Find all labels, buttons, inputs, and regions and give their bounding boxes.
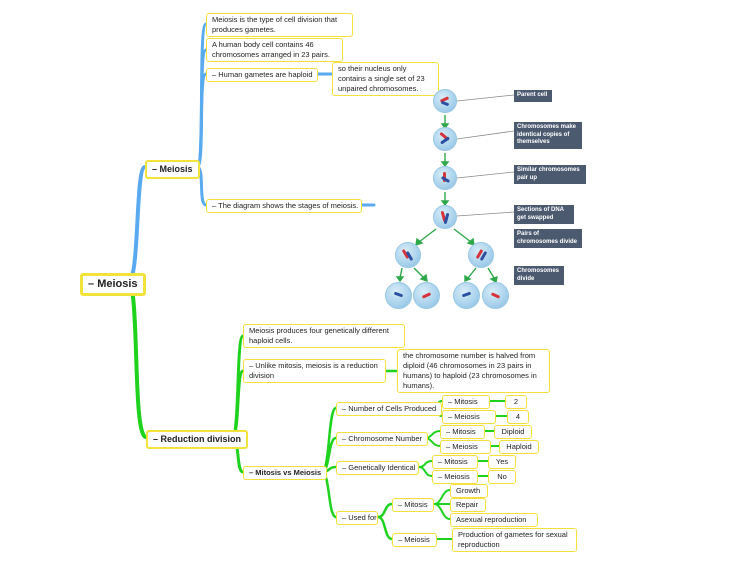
chromosome-number-meiosis[interactable]: – Meiosis (440, 440, 491, 454)
unlike-mitosis-detail[interactable]: the chromosome number is halved from dip… (397, 349, 550, 393)
duplicated-cell (433, 127, 457, 151)
haploid-label: Human gametes are haploid (218, 70, 313, 79)
genetically-identical-label: Genetically Identical (348, 463, 416, 472)
cells-produced-label: Number of Cells Produced (348, 404, 437, 413)
diagram-label-swapped: Sections of DNA get swapped (514, 205, 574, 224)
used-for-meiosis[interactable]: – Meiosis (392, 533, 437, 547)
use-sexual-reproduction[interactable]: Production of gametes for sexual reprodu… (452, 528, 577, 552)
value-text: No (497, 472, 507, 481)
diagram-arrows (395, 115, 498, 284)
cells-produced-meiosis-value[interactable]: 4 (507, 410, 529, 424)
gamete-cell-1 (385, 282, 412, 309)
root-label: Meiosis (97, 278, 138, 290)
unlike-mitosis-label: Unlike mitosis, meiosis is a reduction d… (249, 361, 378, 380)
chromosome-number-label: Chromosome Number (348, 434, 423, 443)
paired-cell (433, 166, 457, 190)
mitosis-label: Mitosis (404, 500, 428, 509)
identical-meiosis[interactable]: – Meiosis (432, 470, 478, 484)
value-text: Diploid (501, 427, 525, 436)
diagram-label-pairs-divide: Pairs of chromosomes divide (514, 229, 582, 248)
diagram-label-leaders (456, 94, 515, 217)
daughter-cell-right (468, 242, 494, 268)
diagram-label-parent: Parent cell (514, 90, 552, 102)
root-node[interactable]: – Meiosis (80, 273, 146, 296)
gamete-cell-3 (453, 282, 480, 309)
reduction-division-label: Reduction division (160, 434, 242, 444)
use-text: Production of gametes for sexual reprodu… (458, 530, 568, 549)
gamete-cell-2 (413, 282, 440, 309)
unlike-mitosis-detail-text: the chromosome number is halved from dip… (403, 351, 537, 390)
cells-produced-mitosis[interactable]: – Mitosis (442, 395, 490, 409)
meiosis-label: Meiosis (452, 442, 478, 451)
crossover-cell (433, 205, 457, 229)
chromosome-number-mitosis[interactable]: – Mitosis (440, 425, 485, 439)
meiosis-fact-chromosomes[interactable]: A human body cell contains 46 chromosome… (206, 38, 343, 62)
diagram-note-text: The diagram shows the stages of meiosis. (218, 201, 359, 210)
haploid-detail-text: so their nucleus only contains a single … (338, 64, 425, 93)
used-for-node[interactable]: – Used for (336, 511, 378, 525)
value-text: 4 (515, 412, 521, 421)
mitosis-label: Mitosis (452, 427, 476, 436)
reduction-fact-four-cells[interactable]: Meiosis produces four genetically differ… (243, 324, 405, 348)
meiosis-label: Meiosis (444, 472, 470, 481)
identical-mitosis-value[interactable]: Yes (488, 455, 516, 469)
use-repair[interactable]: Repair (450, 498, 486, 512)
value-text: 2 (513, 397, 519, 406)
mitosis-label: Mitosis (454, 397, 478, 406)
mitosis-label: Mitosis (444, 457, 468, 466)
used-for-label: Used for (348, 513, 377, 522)
diagram-note[interactable]: – The diagram shows the stages of meiosi… (206, 199, 362, 213)
cells-produced-meiosis[interactable]: – Meiosis (442, 410, 496, 424)
cells-produced-mitosis-value[interactable]: 2 (505, 395, 527, 409)
chromosome-number-node[interactable]: – Chromosome Number (336, 432, 429, 446)
meiosis-label: Meiosis (159, 164, 193, 174)
daughter-cell-left (395, 242, 421, 268)
meiosis-fact-gametes[interactable]: Meiosis is the type of cell division tha… (206, 13, 353, 37)
use-asexual-reproduction[interactable]: Asexual reproduction (450, 513, 538, 527)
reduction-division-node[interactable]: – Reduction division (146, 430, 249, 449)
meiosis-label: Meiosis (454, 412, 480, 421)
gamete-cell-4 (482, 282, 509, 309)
mitosis-vs-meiosis-node[interactable]: – Mitosis vs Meiosis (243, 466, 328, 480)
unlike-mitosis-node[interactable]: – Unlike mitosis, meiosis is a reduction… (243, 359, 386, 383)
diagram-label-copies: Chromosomes make identical copies of the… (514, 122, 582, 149)
meiosis-node[interactable]: – Meiosis (145, 160, 200, 179)
mitosis-vs-meiosis-label: Mitosis vs Meiosis (255, 468, 322, 477)
cells-produced-node[interactable]: – Number of Cells Produced (336, 402, 443, 416)
haploid-detail[interactable]: so their nucleus only contains a single … (332, 62, 439, 96)
value-text: Yes (495, 457, 509, 466)
diagram-label-divide: Chromosomes divide (514, 266, 564, 285)
haploid-node[interactable]: – Human gametes are haploid (206, 68, 318, 82)
identical-mitosis[interactable]: – Mitosis (432, 455, 478, 469)
value-text: Haploid (506, 442, 532, 451)
used-for-mitosis[interactable]: – Mitosis (392, 498, 434, 512)
chromosome-number-meiosis-value[interactable]: Haploid (499, 440, 539, 454)
identical-meiosis-value[interactable]: No (488, 470, 516, 484)
chromosome-number-mitosis-value[interactable]: Diploid (494, 425, 532, 439)
diagram-label-pair-up: Similar chromosomes pair up (514, 165, 586, 184)
meiosis-label: Meiosis (404, 535, 430, 544)
meiosis-fact-text: A human body cell contains 46 chromosome… (212, 40, 330, 59)
use-text: Repair (456, 500, 479, 509)
reduction-fact-text: Meiosis produces four genetically differ… (249, 326, 389, 345)
parent-cell (433, 89, 457, 113)
use-text: Asexual reproduction (456, 515, 527, 524)
use-text: Growth (456, 486, 481, 495)
use-growth[interactable]: Growth (450, 484, 488, 498)
genetically-identical-node[interactable]: – Genetically Identical (336, 461, 419, 475)
meiosis-fact-text: Meiosis is the type of cell division tha… (212, 15, 338, 34)
